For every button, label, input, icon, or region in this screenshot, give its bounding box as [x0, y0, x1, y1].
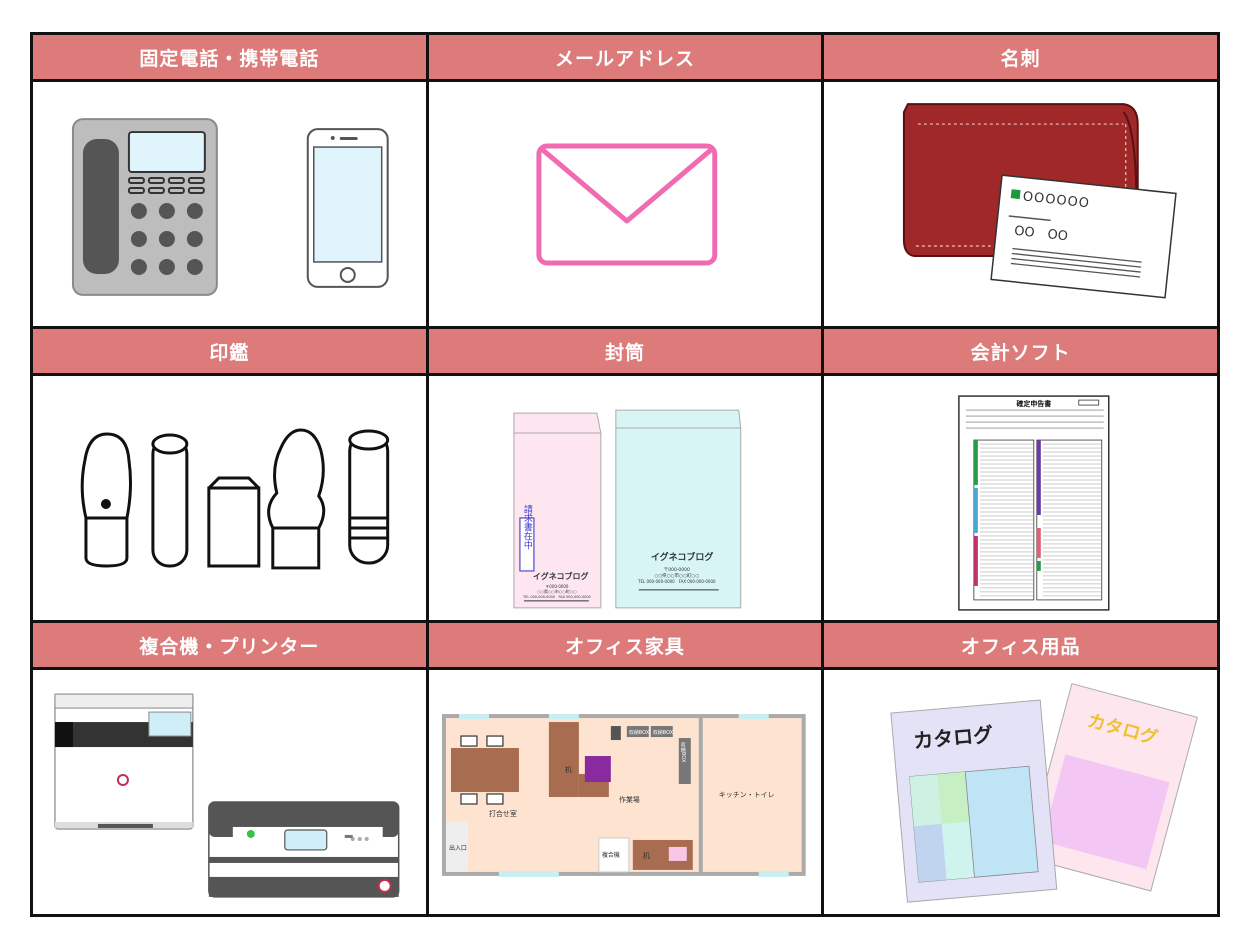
form-title: 確定申告書 — [1017, 399, 1052, 408]
floor-kitchen: キッチン・トイレ — [718, 791, 774, 799]
category-envelope[interactable]: 封筒 請求書在中 イグネコブログ 〒000-0000 ○○県○○市○○町○○ T… — [428, 329, 822, 620]
card-name-text: OOOOOO — [1022, 189, 1090, 211]
business-card-case-icon: OOOOOO OO OO — [824, 82, 1217, 326]
category-seal[interactable]: 印鑑 — [33, 329, 426, 620]
category-header: 印鑑 — [33, 329, 426, 376]
category-header: 名刺 — [824, 35, 1217, 82]
phones-icon — [33, 82, 426, 326]
floor-desk-2: 机 — [642, 851, 649, 860]
floor-box-1: 収納BOX — [628, 729, 649, 736]
category-phones[interactable]: 固定電話・携帯電話 — [33, 35, 426, 326]
category-header: 会計ソフト — [824, 329, 1217, 376]
envelope-stamp-text: 請求書在中 — [522, 503, 532, 550]
category-business-card[interactable]: 名刺 OOOOOO OO OO — [824, 35, 1217, 326]
card-sub-text: OO OO — [1014, 224, 1069, 245]
office-floorplan-icon: 打合せ室 机 作業場 収納BOX 収納BOX 収納BOX キッチン・トイレ 出入… — [429, 670, 822, 914]
envelopes-icon: 請求書在中 イグネコブログ 〒000-0000 ○○県○○市○○町○○ TEL … — [429, 376, 822, 620]
floor-box-2: 収納BOX — [652, 729, 673, 736]
category-mail-address[interactable]: メールアドレス — [428, 35, 822, 326]
category-office-supplies[interactable]: オフィス用品 カタログ カタログ — [824, 623, 1217, 914]
catalogs-icon: カタログ カタログ — [824, 670, 1217, 914]
category-office-furniture[interactable]: オフィス家具 打合せ室 机 作業場 — [428, 623, 822, 914]
category-grid: 固定電話・携帯電話 — [30, 32, 1220, 917]
tax-return-form-icon: 確定申告書 — [824, 376, 1217, 620]
printers-icon — [33, 670, 426, 914]
category-accounting-software[interactable]: 会計ソフト 確定申告書 — [824, 329, 1217, 620]
category-printer[interactable]: 複合機・プリンター — [33, 623, 426, 914]
floor-workspace: 作業場 — [618, 795, 639, 804]
category-header: 封筒 — [428, 329, 822, 376]
floor-copier: 複合機 — [602, 851, 620, 859]
envelope-blue-brand: イグネコブログ — [650, 551, 713, 563]
category-header: 複合機・プリンター — [33, 623, 426, 670]
envelope-blue-tel: TEL 000-000-0000 FAX 000-000-0000 — [637, 579, 716, 584]
envelope-pink-tel: TEL 000-000-0000 FAX 000-000-0000 — [522, 595, 591, 599]
seals-icon — [33, 376, 426, 620]
category-header: メールアドレス — [428, 35, 822, 82]
envelope-blue-addr: ○○県○○市○○町○○ — [654, 572, 699, 579]
envelope-pink-brand: イグネコブログ — [533, 571, 589, 581]
category-header: オフィス用品 — [824, 623, 1217, 670]
envelope-pink-addr: ○○県○○市○○町○○ — [537, 588, 577, 594]
category-header: 固定電話・携帯電話 — [33, 35, 426, 82]
envelope-mail-icon — [429, 82, 822, 326]
floor-box-3: 収納BOX — [679, 741, 685, 763]
category-header: オフィス家具 — [428, 623, 822, 670]
floor-meeting-room: 打合せ室 — [489, 809, 517, 818]
envelope-blue-zip: 〒000-0000 — [663, 567, 689, 573]
floor-entrance: 出入口 — [449, 844, 467, 852]
envelope-pink-zip: 〒000-0000 — [545, 584, 569, 589]
floor-desk-1: 机 — [565, 765, 572, 774]
